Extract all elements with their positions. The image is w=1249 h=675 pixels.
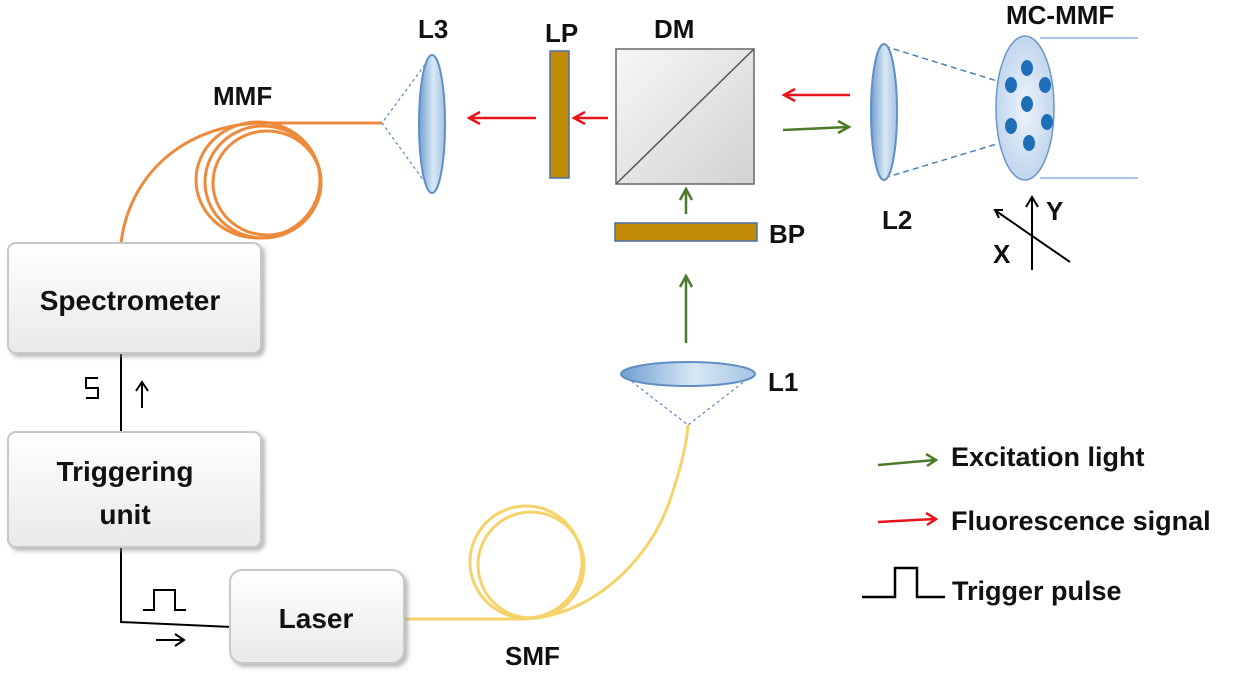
triggering-label-line1: Triggering <box>57 456 194 487</box>
smf-fiber <box>403 424 690 621</box>
mmf-fiber <box>119 120 382 244</box>
triggering-unit-box: Triggering unit <box>7 431 262 548</box>
label-smf: SMF <box>505 641 560 671</box>
trigger-pulse-symbol <box>143 589 186 611</box>
fiber-cores <box>1005 60 1053 151</box>
label-x-axis: X <box>993 239 1011 269</box>
fluorescence-arrows <box>466 87 850 126</box>
dichroic-mirror <box>615 48 755 185</box>
legend-fluorescence-label: Fluorescence signal <box>951 506 1211 536</box>
label-l2: L2 <box>882 205 912 235</box>
laser-box: Laser <box>229 569 405 664</box>
lens-l2 <box>870 43 1011 181</box>
filter-bp <box>614 222 758 242</box>
trigger-laser-wire <box>120 545 233 647</box>
label-mc-mmf: MC-MMF <box>1006 0 1114 30</box>
xy-axes <box>993 195 1071 270</box>
legend-trigger-label: Trigger pulse <box>952 576 1122 606</box>
trigger-pulse-symbol <box>85 377 99 399</box>
legend-fluorescence: Fluorescence signal <box>877 506 1211 536</box>
legend: Excitation light Fluorescence signal Tri… <box>862 442 1211 606</box>
triggering-label-line2: unit <box>99 499 150 530</box>
label-l1: L1 <box>768 367 798 397</box>
up-arrow-icon <box>135 380 149 392</box>
label-lp: LP <box>545 18 578 48</box>
label-dm: DM <box>654 14 694 44</box>
label-bp: BP <box>769 219 805 249</box>
spectrometer-trigger-wire <box>85 350 149 432</box>
legend-trigger: Trigger pulse <box>862 566 1122 606</box>
legend-excitation-label: Excitation light <box>951 442 1145 472</box>
lens-l3 <box>381 54 446 194</box>
trigger-pulse-icon <box>862 566 945 599</box>
spectrometer-box: Spectrometer <box>7 242 262 354</box>
spectrometer-label: Spectrometer <box>40 285 221 316</box>
mc-mmf-fiber-end <box>995 35 1138 181</box>
lens-l1 <box>620 361 756 426</box>
excitation-arrows <box>678 119 852 343</box>
laser-label: Laser <box>279 603 354 634</box>
right-arrow-icon <box>174 633 186 647</box>
legend-excitation: Excitation light <box>877 442 1145 472</box>
filter-lp <box>549 50 570 179</box>
label-y-axis: Y <box>1046 196 1063 226</box>
label-l3: L3 <box>418 14 448 44</box>
label-mmf: MMF <box>213 81 272 111</box>
